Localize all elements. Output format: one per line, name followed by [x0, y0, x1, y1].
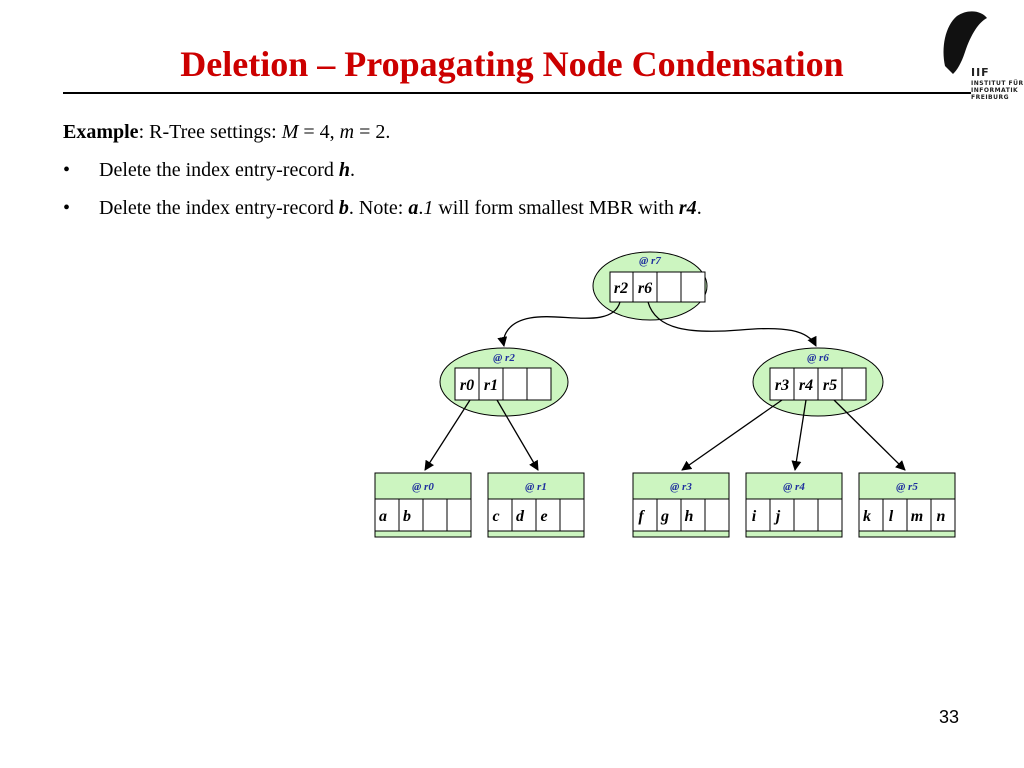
var-M: M — [281, 121, 299, 143]
bullet-1-prefix: Delete the index entry-record — [99, 159, 339, 181]
node-label: @ r3 — [670, 481, 692, 493]
entry-cell: r4 — [799, 377, 813, 394]
entry-cell: r2 — [614, 280, 628, 297]
leaf-node-r0: @ r0 a b — [374, 472, 472, 538]
leaf-node-r5: @ r5 k l m n — [858, 472, 956, 538]
entry-cell: b — [403, 508, 411, 525]
M-eq: = 4, — [298, 121, 340, 143]
entry-cell: k — [863, 508, 871, 525]
entry-cell: i — [752, 508, 757, 525]
bullet-2-record: b — [338, 197, 349, 219]
logo-text: IIF INSTITUT FÜR INFORMATIK FREIBURG — [971, 66, 1024, 102]
node-label: @ r1 — [525, 481, 547, 493]
slide-title-text: Deletion – Propagating Node Condensation — [180, 44, 844, 84]
logo-line-1: INSTITUT FÜR — [971, 80, 1024, 87]
bullet-2-dot: . — [418, 197, 424, 219]
bullet-2-a: a — [408, 197, 419, 219]
edge-r6-r5 — [833, 399, 906, 471]
entry-cell: r3 — [775, 377, 789, 394]
edge-r2-r0 — [424, 399, 471, 471]
bullet-2-end: . — [696, 197, 702, 219]
entry-cell: r6 — [638, 280, 652, 297]
internal-node-r6: @ r6 r3 r4 r5 — [752, 347, 884, 417]
bullet-2-mid: . Note: — [348, 197, 409, 219]
logo-line-2: INFORMATIK — [971, 87, 1019, 94]
entry-cell: r1 — [484, 377, 498, 394]
iif-logo-icon — [943, 11, 987, 74]
entry-cell: a — [379, 508, 387, 525]
entry-cell: r0 — [460, 377, 474, 394]
entry-cell: h — [685, 508, 694, 525]
logo-mark: IIF — [971, 66, 990, 79]
example-label: Example — [63, 121, 139, 143]
bullet-dot: • — [63, 159, 71, 181]
node-label: @ r4 — [783, 481, 805, 493]
entry-cell: r5 — [823, 377, 837, 394]
entry-cell: n — [937, 508, 946, 525]
bullet-1: • Delete the index entry-record h. — [63, 158, 355, 182]
var-m: m — [339, 121, 355, 143]
internal-node-r2: @ r2 r0 r1 — [439, 347, 569, 417]
example-rest: : R-Tree settings: — [138, 121, 282, 143]
entry-cell: m — [911, 508, 923, 525]
slide-title: Deletion – Propagating Node Condensation — [0, 44, 1024, 84]
entry-cell: g — [660, 508, 669, 525]
internal-node-r7: @ r7 r2 r6 — [592, 251, 708, 321]
entry-cell: c — [492, 508, 499, 525]
logo-line-3: FREIBURG — [971, 94, 1010, 101]
bullet-2-r4: r4 — [678, 197, 697, 219]
m-eq: = 2. — [354, 121, 391, 143]
bullet-2-mid2: will form smallest MBR with — [433, 197, 679, 219]
example-line: Example: R-Tree settings: M = 4, m = 2. — [63, 120, 390, 144]
entry-cell: j — [773, 508, 781, 525]
bullet-2: •Delete the index entry-record b. Note: … — [63, 196, 702, 220]
node-label: @ r5 — [896, 481, 918, 493]
node-label: @ r0 — [412, 481, 434, 493]
bullet-dot: • — [63, 197, 71, 219]
leaf-node-r3: @ r3 f g h — [632, 472, 730, 538]
entry-cell: d — [516, 508, 525, 525]
node-label: @ r2 — [493, 352, 515, 364]
edge-r7-r6 — [647, 301, 817, 347]
bullet-2-prefix: Delete the index entry-record — [99, 197, 339, 219]
bullet-1-record: h — [338, 159, 351, 181]
title-divider — [63, 92, 971, 94]
edge-r6-r4 — [791, 399, 807, 471]
edge-r7-r2 — [497, 301, 621, 347]
edge-r6-r3 — [681, 399, 783, 471]
bullet-2-one: 1 — [423, 197, 434, 219]
leaf-node-r4: @ r4 i j — [745, 472, 843, 538]
entry-cell: e — [540, 508, 547, 525]
bullet-1-suffix: . — [350, 159, 356, 181]
entry-cell: f — [638, 508, 645, 525]
node-label: @ r6 — [807, 352, 829, 364]
leaf-node-r1: @ r1 c d e — [487, 472, 585, 538]
page-number: 33 — [939, 707, 960, 727]
edge-r2-r1 — [496, 399, 539, 471]
node-label: @ r7 — [639, 255, 661, 267]
entry-cell: l — [889, 508, 894, 525]
